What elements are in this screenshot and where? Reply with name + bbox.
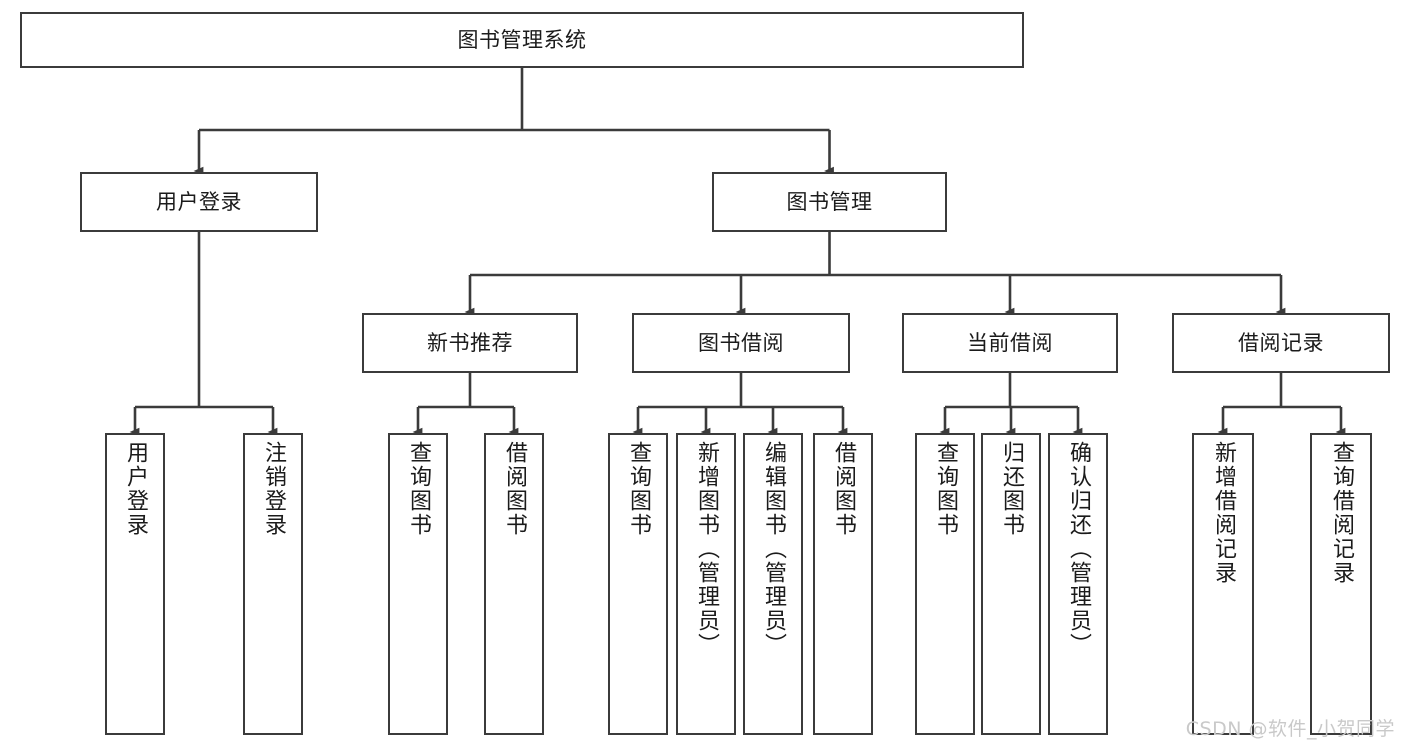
node-label: 图书管理 — [786, 189, 873, 214]
node-root[interactable]: 图书管理系统 — [20, 12, 1024, 68]
node-leaf-rec-1[interactable]: 新增借阅记录 — [1192, 433, 1254, 735]
node-label: 当前借阅 — [967, 330, 1053, 355]
node-label: 查询图书 — [626, 441, 651, 537]
node-leaf-borrow-2[interactable]: 新增图书（管理员） — [676, 433, 736, 735]
node-label: 借阅图书 — [831, 441, 856, 537]
node-label: 新增图书（管理员） — [694, 441, 719, 657]
node-current[interactable]: 当前借阅 — [902, 313, 1118, 373]
node-label: 新增借阅记录 — [1211, 441, 1236, 585]
node-label: 新书推荐 — [427, 330, 513, 355]
node-leaf-login-1[interactable]: 用户登录 — [105, 433, 165, 735]
node-leaf-borrow-4[interactable]: 借阅图书 — [813, 433, 873, 735]
node-label: 归还图书 — [999, 441, 1024, 537]
node-leaf-borrow-1[interactable]: 查询图书 — [608, 433, 668, 735]
node-leaf-login-2[interactable]: 注销登录 — [243, 433, 303, 735]
node-label: 借阅图书 — [502, 441, 527, 537]
node-label: 查询图书 — [933, 441, 958, 537]
edge-group — [129, 68, 1346, 437]
node-leaf-rec-2[interactable]: 查询借阅记录 — [1310, 433, 1372, 735]
node-leaf-new-1[interactable]: 查询图书 — [388, 433, 448, 735]
watermark-label: CSDN @软件_小贺同学 — [1185, 718, 1395, 740]
node-leaf-cur-2[interactable]: 归还图书 — [981, 433, 1041, 735]
node-borrow[interactable]: 图书借阅 — [632, 313, 850, 373]
node-leaf-new-2[interactable]: 借阅图书 — [484, 433, 544, 735]
node-label: 编辑图书（管理员） — [761, 441, 786, 657]
node-label: 用户登录 — [123, 441, 148, 537]
node-label: 查询图书 — [406, 441, 431, 537]
node-label: 用户登录 — [156, 189, 242, 214]
node-leaf-borrow-3[interactable]: 编辑图书（管理员） — [743, 433, 803, 735]
node-newbook[interactable]: 新书推荐 — [362, 313, 578, 373]
node-leaf-cur-1[interactable]: 查询图书 — [915, 433, 975, 735]
node-label: 确认归还（管理员） — [1066, 441, 1091, 657]
node-label: 注销登录 — [261, 441, 286, 537]
node-login[interactable]: 用户登录 — [80, 172, 318, 232]
node-records[interactable]: 借阅记录 — [1172, 313, 1390, 373]
node-leaf-cur-3[interactable]: 确认归还（管理员） — [1048, 433, 1108, 735]
node-label: 图书借阅 — [698, 330, 784, 355]
node-label: 借阅记录 — [1238, 330, 1324, 355]
node-label: 查询借阅记录 — [1329, 441, 1354, 585]
node-bookmgmt[interactable]: 图书管理 — [712, 172, 947, 232]
node-label: 图书管理系统 — [457, 27, 587, 52]
